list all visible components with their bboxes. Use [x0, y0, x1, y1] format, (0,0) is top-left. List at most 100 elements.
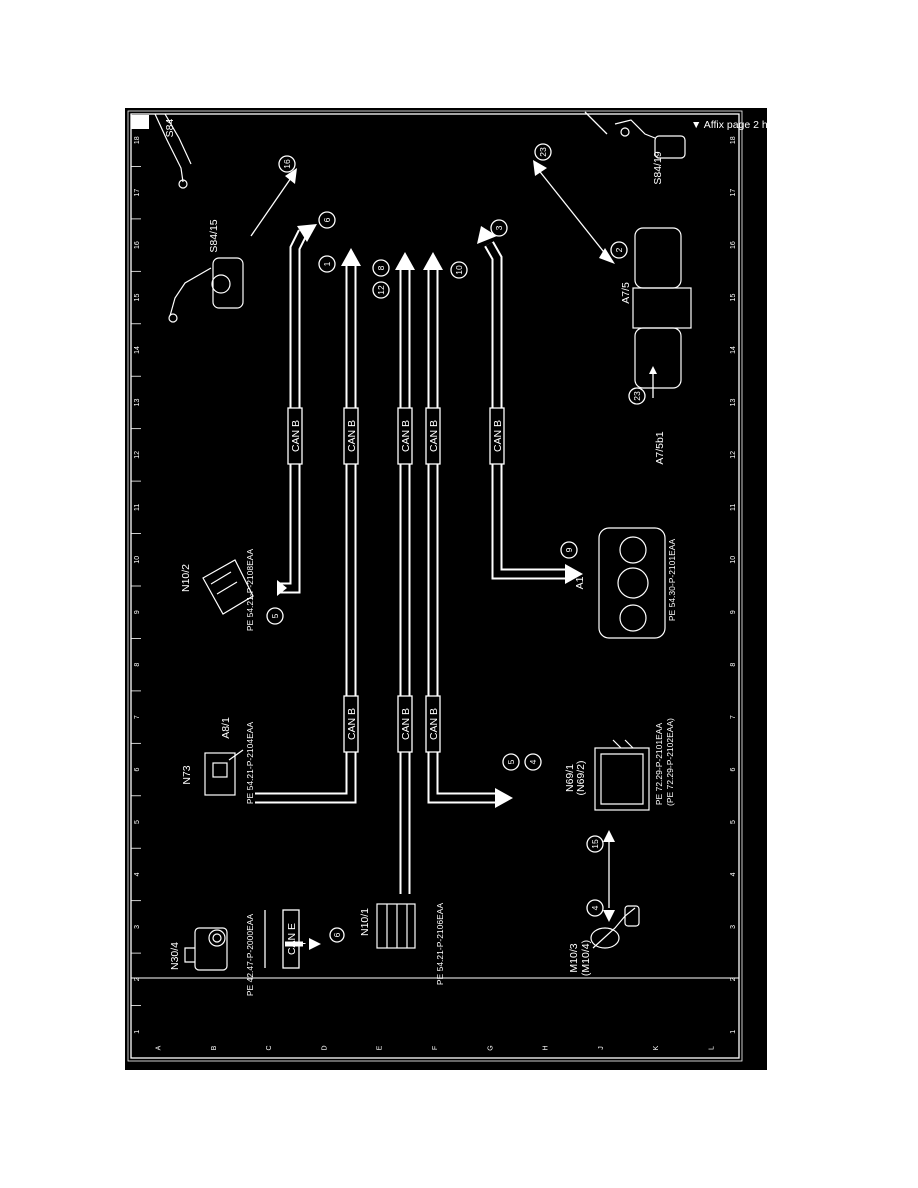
grid-letter-C: C [266, 1045, 273, 1050]
can-b-label-3: CAN B [400, 420, 412, 452]
component-n73 [204, 749, 244, 796]
n73-ref: PE 54.21-P-2104EAA [245, 722, 255, 805]
component-a1 [598, 527, 666, 639]
component-n10-1 [376, 903, 416, 949]
grid-number-15-right: 15 [730, 294, 737, 302]
grid-number-9-right: 9 [730, 610, 737, 614]
grid-number-1-right: 1 [730, 1030, 737, 1034]
badge-9: 9 [564, 547, 574, 552]
grid-number-5-left: 5 [134, 820, 141, 824]
n10-2-ref: PE 54.21-P-2108EAA [245, 549, 255, 632]
m10-3-label: M10/3 [568, 943, 580, 972]
can-b-label-4: CAN B [428, 420, 440, 452]
grid-number-17-right: 17 [730, 189, 737, 197]
badge-23-bottom: 23 [632, 391, 642, 401]
grid-number-17-left: 17 [134, 189, 141, 197]
badge-3: 3 [494, 225, 504, 230]
n10-1-ref: PE 54.21-P-2106EAA [435, 903, 445, 986]
can-b-label-7: CAN B [400, 708, 412, 740]
can-b-wires [255, 224, 583, 894]
grid-number-10-right: 10 [730, 556, 737, 564]
component-a7-5 [632, 227, 692, 389]
grid-number-9-left: 9 [134, 610, 141, 614]
grid-number-4-left: 4 [134, 872, 141, 876]
badge-15: 15 [590, 839, 600, 849]
a1-ref: PE 54.30-P-2101EAA [667, 539, 677, 622]
grid-letter-K: K [653, 1045, 660, 1050]
grid-number-12-right: 12 [730, 451, 737, 459]
m10-4-label: (M10/4) [580, 940, 592, 976]
grid-number-4-right: 4 [730, 872, 737, 876]
grid-number-6-left: 6 [134, 768, 141, 772]
component-n30-4 [184, 927, 228, 971]
grid-number-11-left: 11 [134, 504, 141, 511]
grid-letter-D: D [321, 1045, 328, 1050]
grid-letter-L: L [708, 1046, 715, 1050]
n69-2-ref: (PE 72.29-P-2102EAA) [665, 718, 675, 806]
badge-4-n69: 4 [528, 759, 538, 764]
thin-arrows [250, 160, 615, 922]
can-b-label-1: CAN B [290, 420, 302, 452]
grid-number-13-left: 13 [134, 398, 141, 406]
a1-label: A1 [574, 576, 586, 589]
grid-number-14-left: 14 [134, 346, 141, 354]
can-b-label-5: CAN B [492, 420, 504, 452]
grid-number-16-right: 16 [730, 241, 737, 249]
grid-number-14-right: 14 [730, 346, 737, 354]
badge-8: 8 [376, 265, 386, 270]
grid-number-6-right: 6 [730, 768, 737, 772]
grid-number-15-left: 15 [134, 294, 141, 302]
grid-letter-E: E [377, 1045, 384, 1050]
can-b-label-8: CAN B [428, 708, 440, 740]
can-b-texts: CAN B CAN B CAN B CAN B CAN B CAN B CAN … [290, 420, 504, 740]
grid-number-13-right: 13 [730, 398, 737, 406]
badge-5-n69: 5 [506, 759, 516, 764]
grid-number-16-left: 16 [134, 241, 141, 249]
n69-1-label: N69/1 [564, 764, 576, 792]
badge-6-can-e: 6 [332, 932, 342, 937]
grid-number-10-left: 10 [134, 556, 141, 564]
grid-number-8-left: 8 [134, 663, 141, 667]
s84-19-label: S84/19 [652, 151, 664, 184]
grid-number-5-right: 5 [730, 820, 737, 824]
badge-23-top: 23 [538, 147, 548, 157]
n69-2-label: (N69/2) [575, 760, 587, 795]
badges: 6 1 8 12 10 3 23 2 16 23 9 5 5 4 4 15 [266, 143, 646, 917]
component-n10-2 [202, 559, 254, 615]
grid-number-7-left: 7 [134, 715, 141, 719]
badge-1: 1 [322, 261, 332, 266]
corner-block [131, 115, 149, 129]
badge-6: 6 [322, 217, 332, 222]
n69-1-ref: PE 72.29-P-2101EAA [654, 723, 664, 806]
n30-4-label: N30/4 [169, 942, 181, 970]
n30-4-ref: PE 42.47-P-2000EAA [245, 914, 255, 997]
affix-note: ▼ Affix page 2 here [691, 119, 767, 131]
badge-2: 2 [614, 247, 624, 252]
can-b-label-6: CAN B [346, 708, 358, 740]
component-s84-19 [614, 119, 686, 159]
grid-number-1-left: 1 [134, 1030, 141, 1034]
grid-number-11-right: 11 [730, 504, 737, 511]
grid-number-18-left: 18 [134, 136, 141, 144]
n73-label: N73 [181, 765, 193, 784]
grid-number-2-left: 2 [134, 977, 141, 981]
n10-1-label: N10/1 [359, 908, 371, 936]
grid-letter-B: B [211, 1045, 218, 1050]
component-s84-15 [168, 257, 244, 323]
grid-number-8-right: 8 [730, 663, 737, 667]
grid-number-12-left: 12 [134, 451, 141, 459]
s84-label: S84 [164, 119, 176, 138]
can-b-label-2: CAN B [346, 420, 358, 452]
grid-number-18-right: 18 [730, 136, 737, 144]
component-n69-1 [594, 739, 650, 811]
badge-12: 12 [376, 285, 386, 295]
badge-16: 16 [282, 159, 292, 169]
a7-5b1-label: A7/5b1 [654, 431, 666, 464]
outer-frame [127, 110, 743, 1062]
can-e-label: CAN E [286, 923, 298, 955]
grid-letter-G: G [487, 1045, 494, 1050]
badge-4-m10: 4 [590, 905, 600, 910]
